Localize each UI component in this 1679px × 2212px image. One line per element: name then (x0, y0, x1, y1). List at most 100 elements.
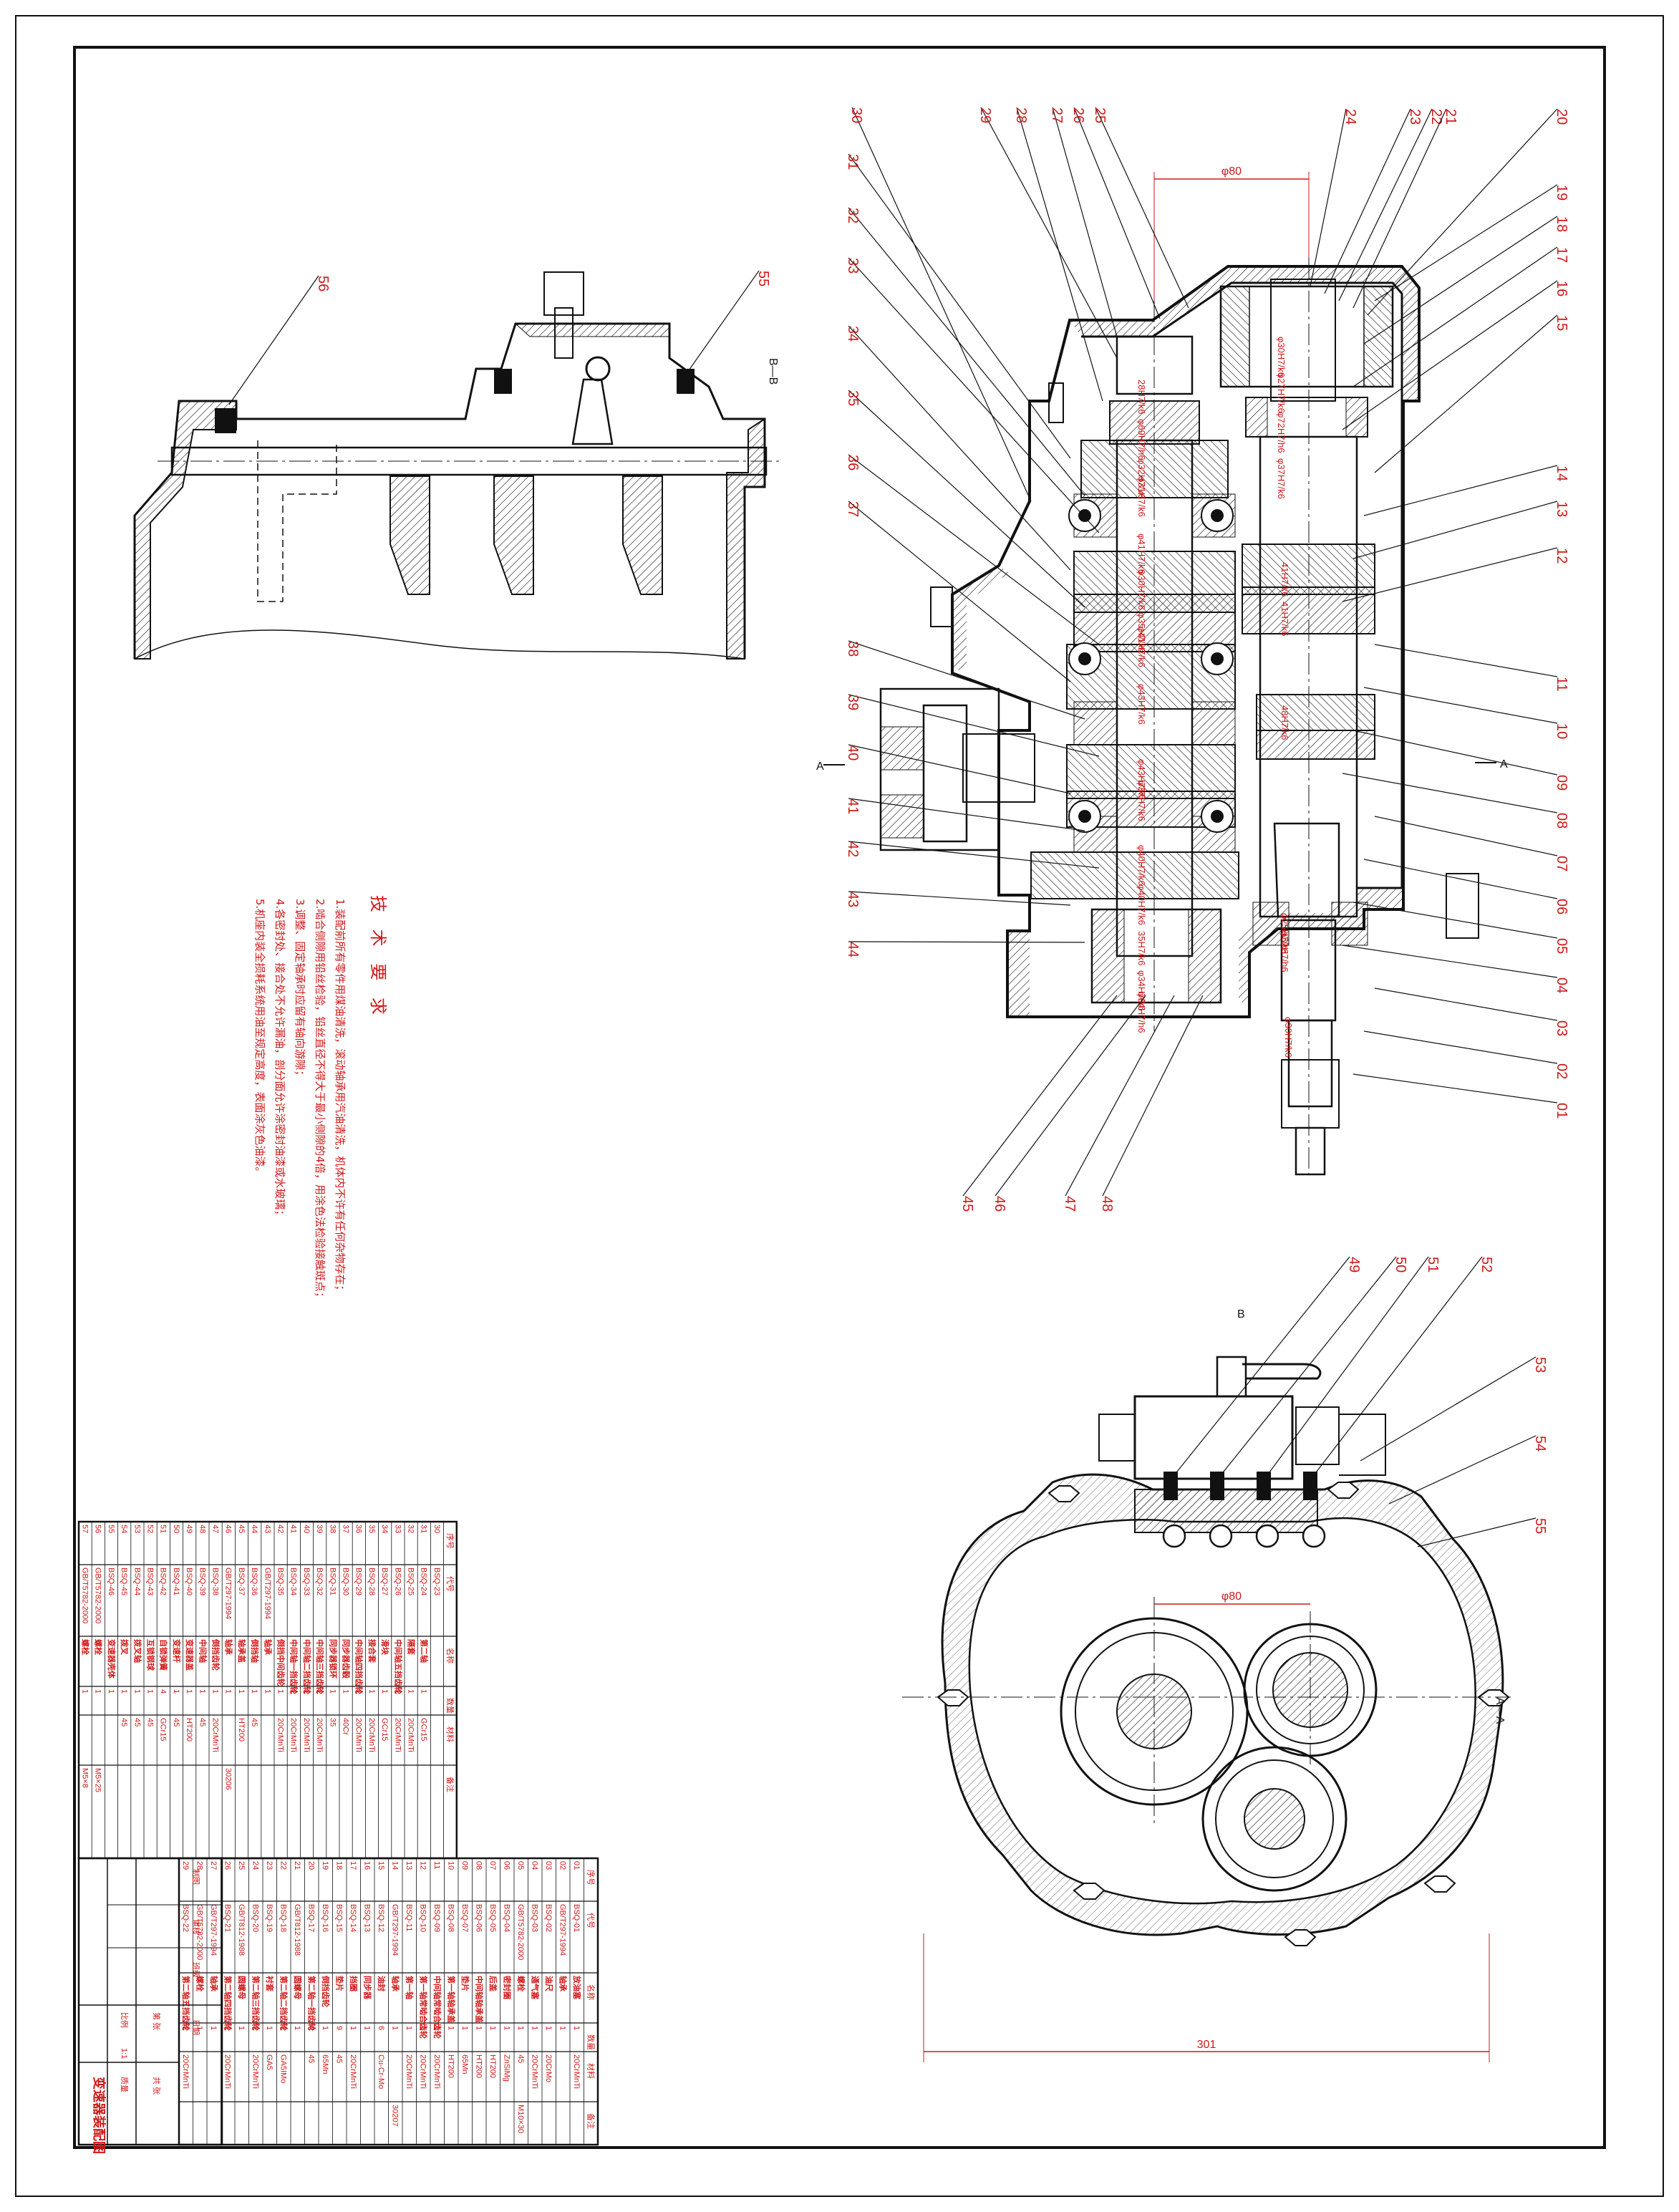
bom-cell-no: 38 (328, 1525, 337, 1533)
bom-cell-name: 同步器齿毂 (341, 1639, 351, 1679)
bom-cell-qty: 4 (159, 1689, 168, 1694)
bom-cell-code: BSQ-25 (406, 1568, 415, 1595)
bom-cell-name: 螺栓 (94, 1639, 104, 1655)
bom-cell-qty: 1 (209, 2026, 218, 2030)
bom-cell-qty: 1 (572, 2026, 581, 2030)
bom-cell-qty: 1 (80, 1689, 89, 1694)
bom-cell-material: 20CrMnTi (315, 1718, 324, 1752)
balloon-number: 51 (1425, 1257, 1441, 1272)
bom-cell-material: 45 (145, 1718, 154, 1726)
bom-cell-no: 16 (362, 1861, 371, 1870)
fit-annotation: φ34H7/k6 (1136, 970, 1147, 1011)
bom-cell-material: ZnSiMg (502, 2054, 511, 2082)
bom-cell-no: 05 (516, 1861, 525, 1870)
bom-cell-qty: 1 (237, 2026, 246, 2030)
balloon-leader (848, 390, 1085, 608)
bom-cell-qty: 1 (544, 2026, 553, 2030)
bom-cell-qty: 1 (107, 1689, 115, 1694)
fit-annotation: φ37H7/k6 (1276, 458, 1287, 499)
bom-cell-code: BSQ-46 (107, 1568, 115, 1595)
bom-cell-qty: 1 (321, 2026, 329, 2030)
fit-annotation: 28H7/k6 (1136, 380, 1147, 414)
bom-cell-qty: 1 (224, 1689, 233, 1694)
bom-cell-qty: 1 (328, 1689, 337, 1694)
bom-cell-no: 18 (334, 1861, 343, 1870)
bom-cell-material: Cu-Cr-Mo (377, 2054, 385, 2089)
bom-cell-material: 45 (334, 2054, 343, 2063)
balloon-number: 48 (1099, 1196, 1115, 1212)
balloon-leader (1360, 1356, 1537, 1462)
bom-cell-name: 轴承 (390, 1976, 400, 1992)
bom-cell-no: 53 (132, 1525, 141, 1533)
title-checked-label: 审核 (191, 1919, 201, 1935)
balloon-number: 31 (845, 154, 861, 170)
balloon-leader (1353, 902, 1558, 939)
balloon-number: 10 (1554, 723, 1569, 739)
bom-cell-qty: 1 (289, 1689, 298, 1694)
bom-cell-code: BSQ-41 (172, 1568, 180, 1595)
bom-cell-name: 螺栓 (80, 1639, 90, 1655)
bom-cell-no: 01 (572, 1861, 581, 1870)
bom-cell-code: BSQ-06 (474, 1904, 483, 1932)
balloon-leader (848, 841, 1100, 869)
bom-cell-qty: 6 (377, 2026, 385, 2030)
balloon-leader (1363, 859, 1558, 899)
bom-cell-no: 54 (120, 1525, 128, 1533)
balloon-number: 53 (1532, 1357, 1548, 1373)
bom-cell-material: 20CrMnTi (406, 1718, 415, 1752)
balloon-leader (1353, 246, 1558, 387)
bom-cell-code: BSQ-30 (341, 1568, 349, 1595)
bom-cell-code: BSQ-39 (198, 1568, 206, 1595)
bom-cell-qty: 1 (293, 2026, 301, 2030)
bom-cell-no: 13 (405, 1861, 413, 1870)
bom-cell-material: GCr15 (420, 1718, 428, 1741)
bb-section-view: B—B (133, 271, 780, 660)
bom-cell-no: 09 (460, 1861, 469, 1870)
fit-annotation: φ30H7/k6 (1283, 1017, 1294, 1058)
bom-cell-code: GB/T297-1994 (390, 1904, 399, 1956)
balloon-number: 37 (845, 501, 861, 517)
bom-cell-name: 圆螺母 (237, 1976, 247, 1999)
bom-cell-no: 48 (198, 1525, 206, 1533)
bom-cell-no: 30 (432, 1525, 441, 1533)
bom-cell-name: 倒挡轴 (250, 1638, 260, 1663)
balloon-leader (228, 275, 319, 405)
balloon-number: 25 (1092, 107, 1108, 123)
bom-cell-name: 放油塞 (572, 1975, 582, 2000)
bom-cell-code: GB/T812-1988 (293, 1904, 301, 1956)
fit-annotation: φ40H7/k6 (1136, 884, 1147, 925)
bom-cell-name: 轴承 (558, 1976, 568, 1992)
balloon-number: 55 (755, 271, 771, 286)
bom-cell-material: 40Cr (341, 1718, 349, 1735)
balloon-number: 40 (845, 745, 861, 760)
bom-cell-qty: 1 (302, 1689, 311, 1694)
balloon-number: 26 (1070, 107, 1086, 123)
bom-cell-material: 20CrMnTi (302, 1718, 311, 1752)
balloon-leader (1353, 501, 1558, 559)
balloon-number: 01 (1554, 1103, 1569, 1119)
bom-cell-name: 滑块 (380, 1639, 390, 1656)
balloon-number: 49 (1346, 1257, 1362, 1272)
bom-cell-no: 41 (289, 1525, 298, 1533)
bom-header-no: 序号 (445, 1533, 455, 1549)
bom-header-qty: 数量 (586, 2034, 595, 2050)
bom-cell-material: 45 (250, 1718, 258, 1726)
bom-cell-code: BSQ-03 (530, 1904, 538, 1932)
bom-cell-name: 轴承 (224, 1639, 234, 1656)
bom-cell-no: 39 (315, 1525, 324, 1533)
balloon-number: 44 (845, 942, 861, 957)
bom-cell-code: BSQ-16 (321, 1904, 329, 1932)
bom-cell-name: 隔套 (406, 1639, 416, 1656)
bom-header-code: 代号 (445, 1576, 455, 1592)
bom-cell-no: 37 (341, 1525, 349, 1533)
bom-cell-no: 15 (377, 1861, 385, 1870)
bom-cell-qty: 1 (223, 2026, 231, 2030)
bom-cell-code: BSQ-07 (460, 1904, 469, 1932)
bom-cell-name: 第二轴五挡齿轮 (181, 1976, 191, 2031)
bom-cell-material: 20CrMnTi (211, 1718, 219, 1752)
bom-cell-code: GB/T297-1994 (209, 1904, 218, 1956)
balloon-leader (1374, 816, 1558, 856)
bom-cell-code: BSQ-38 (211, 1568, 219, 1595)
bom-cell-no: 17 (349, 1861, 357, 1870)
bom-cell-qty: 1 (390, 2026, 399, 2030)
